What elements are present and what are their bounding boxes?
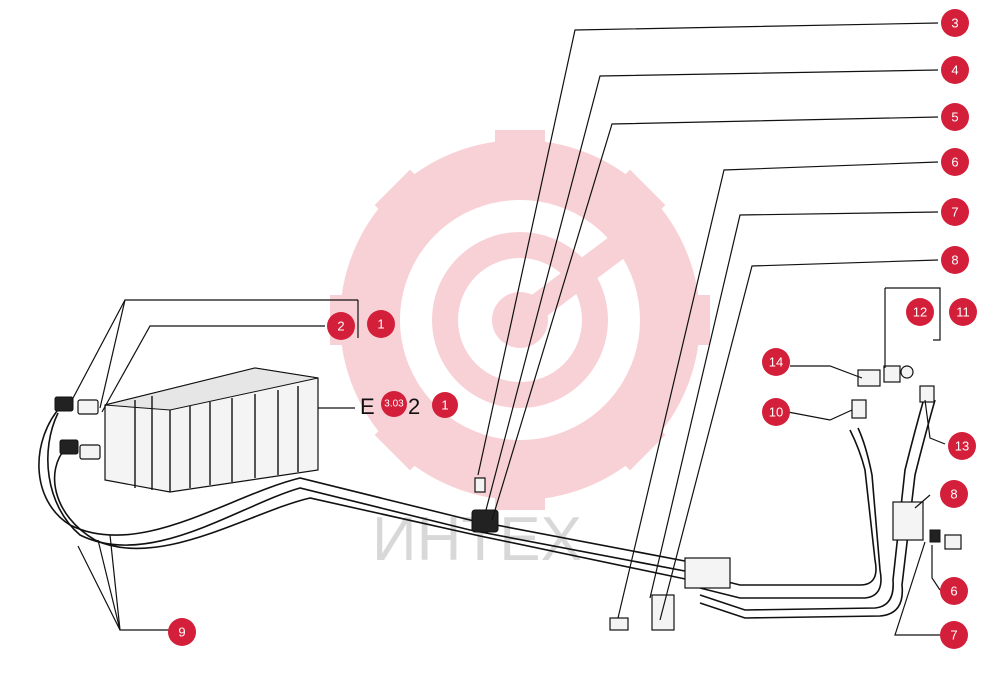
callout-4[interactable]: 4 — [941, 56, 969, 84]
callout-9[interactable]: 9 — [168, 618, 196, 646]
svg-text:3: 3 — [951, 16, 958, 31]
svg-text:7: 7 — [951, 205, 958, 220]
callout-6-lower[interactable]: 6 — [940, 577, 968, 605]
svg-text:12: 12 — [913, 305, 927, 320]
callout-7-lower[interactable]: 7 — [940, 621, 968, 649]
svg-text:4: 4 — [951, 63, 958, 78]
svg-text:7: 7 — [950, 628, 957, 643]
leader-lines — [71, 22, 946, 636]
ref-badge-circle — [381, 391, 407, 417]
callout-1[interactable]: 1 — [367, 310, 395, 338]
callout-5[interactable]: 5 — [941, 103, 969, 131]
ref-suffix: 2 — [408, 394, 420, 419]
ref-prefix: E — [360, 394, 375, 419]
callout-13[interactable]: 13 — [948, 432, 976, 460]
callout-3[interactable]: 3 — [941, 9, 969, 37]
svg-text:9: 9 — [178, 625, 185, 640]
watermark-gear-icon — [330, 130, 710, 510]
svg-text:13: 13 — [955, 439, 969, 454]
callout-11[interactable]: 11 — [949, 298, 977, 326]
callout-6[interactable]: 6 — [941, 148, 969, 176]
callout-7[interactable]: 7 — [941, 198, 969, 226]
callout-14[interactable]: 14 — [762, 348, 790, 376]
fittings — [54, 365, 962, 631]
callout-12[interactable]: 12 — [906, 298, 934, 326]
callout-8[interactable]: 8 — [941, 246, 969, 274]
svg-text:2: 2 — [337, 319, 344, 334]
svg-text:14: 14 — [769, 355, 783, 370]
callouts: 3 4 5 6 7 8 1 2 12 11 14 10 13 8 6 7 9 — [168, 9, 977, 649]
tank-block — [104, 367, 355, 493]
callout-10[interactable]: 10 — [762, 398, 790, 426]
svg-text:8: 8 — [950, 487, 957, 502]
ref-badge-text: 3.03 — [384, 399, 404, 410]
svg-text:11: 11 — [956, 305, 970, 320]
callout-2[interactable]: 2 — [327, 312, 355, 340]
svg-text:5: 5 — [951, 110, 958, 125]
reference-label: E 3.03 2 1 — [360, 391, 458, 419]
svg-text:10: 10 — [769, 405, 783, 420]
svg-text:8: 8 — [951, 253, 958, 268]
ref-num-circle — [432, 392, 458, 418]
callout-8-lower[interactable]: 8 — [940, 480, 968, 508]
svg-text:1: 1 — [377, 317, 384, 332]
svg-text:6: 6 — [950, 584, 957, 599]
svg-text:6: 6 — [951, 155, 958, 170]
ref-num-text: 1 — [441, 398, 448, 413]
